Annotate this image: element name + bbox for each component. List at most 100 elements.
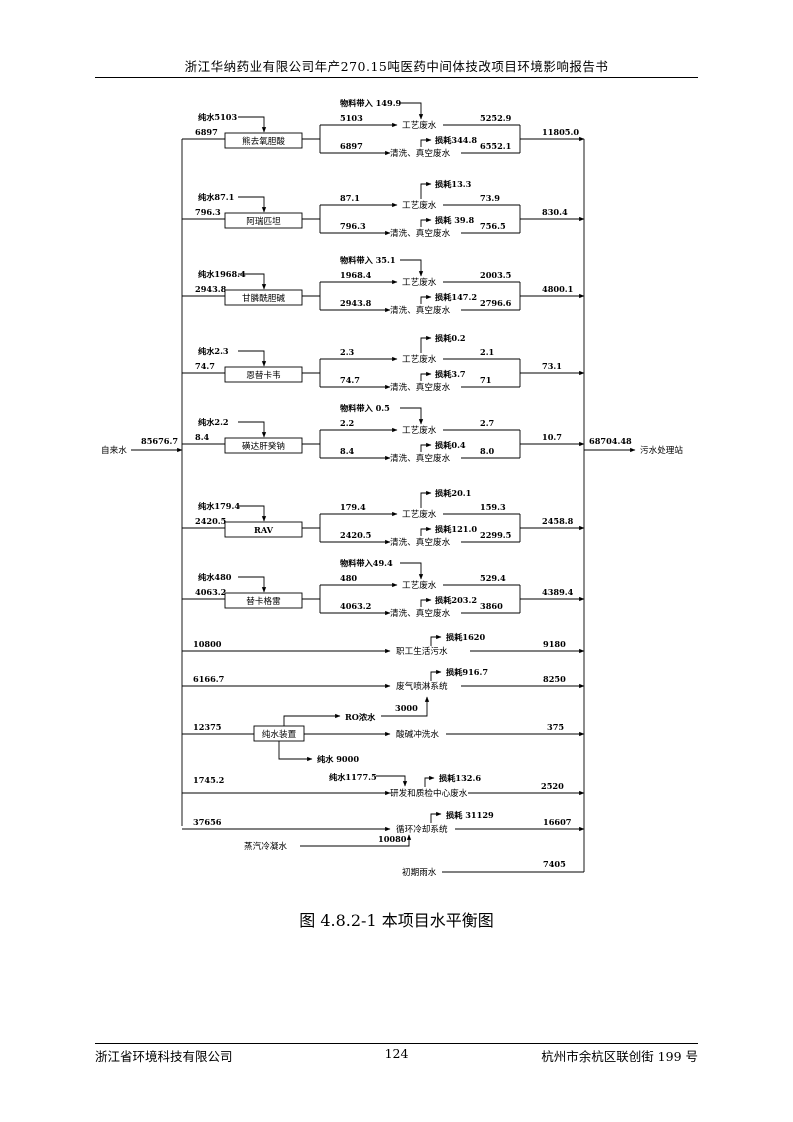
process-label: 工艺废水 [402,508,437,520]
product-box [224,132,303,149]
svg-text:废气喷淋系统: 废气喷淋系统 [396,680,448,692]
source-value: 85676.7 [141,436,178,446]
sink-value: 68704.48 [589,436,632,446]
clean-loss-label: 损耗121.0 [435,524,477,534]
material-in-label: 物料带入 35.1 [340,255,396,265]
product-name: RAV [254,525,274,535]
clean-out-value: 71 [480,375,491,385]
process-out-value: 73.9 [480,193,500,203]
svg-text:2520: 2520 [541,781,564,791]
product-block-3: 2943.8纯水1968.4甘膦酰胆碱1968.42943.8工艺废水物料带入 … [182,255,585,316]
material-in-arrow [400,562,424,580]
clean-out-value: 2299.5 [480,530,512,540]
product-block-4: 74.7纯水2.3恩替卡韦2.374.7工艺废水损耗0.22.1清洗、真空废水损… [182,333,585,393]
product-name: 阿瑞匹坦 [246,215,281,227]
product-box [224,521,303,538]
svg-text:纯水1177.5: 纯水1177.5 [329,772,377,782]
sink-label: 污水处理站 [640,444,683,456]
process-out-value: 2003.5 [480,270,512,280]
svg-text:酸碱冲洗水: 酸碱冲洗水 [396,728,439,740]
process-in-value: 179.4 [340,502,366,512]
page-header: 浙江华纳药业有限公司年产270.15吨医药中间体技改项目环境影响报告书 [184,59,609,74]
material-in-label: 物料带入 149.9 [340,98,402,108]
figure-caption: 图 4.8.2-1 本项目水平衡图 [299,911,494,930]
clean-in-value: 74.7 [340,375,360,385]
clean-in-value: 796.3 [340,221,366,231]
feed-value: 796.3 [195,207,221,217]
product-box [224,212,303,229]
clean-loss-label: 损耗 39.8 [435,215,474,225]
product-name: 恩替卡韦 [246,369,280,381]
pure-water-arrow [238,576,267,593]
total-value: 4389.4 [542,587,574,597]
footer-rule [95,1043,698,1044]
clean-label: 清洗、真空废水 [390,381,451,393]
product-block-2: 796.3纯水87.1阿瑞匹坦87.1796.3工艺废水损耗13.373.9清洗… [182,179,585,239]
pure-water-arrow [238,196,267,213]
svg-text:1745.2: 1745.2 [193,775,224,785]
svg-text:RO浓水: RO浓水 [345,712,376,722]
footer-address: 杭州市余杭区联创街 199 号 [541,1049,698,1064]
process-in-value: 2.2 [340,418,354,428]
clean-out-value: 6552.1 [480,141,511,151]
svg-text:3000: 3000 [395,703,418,713]
product-box [224,592,303,609]
process-loss-arrow [420,335,432,353]
total-value: 830.4 [542,207,568,217]
clean-out-value: 3860 [480,601,503,611]
svg-text:375: 375 [547,722,564,732]
svg-text:初期雨水: 初期雨水 [402,866,437,878]
svg-text:损耗132.6: 损耗132.6 [439,773,481,783]
pure-water-arrow [238,421,267,438]
process-out-value: 159.3 [480,502,506,512]
rainwater-flow: 初期雨水 7405 [402,859,584,878]
process-out-value: 2.1 [480,347,494,357]
material-in-label: 物料带入 0.5 [340,403,390,413]
svg-text:职工生活污水: 职工生活污水 [396,645,448,657]
clean-in-value: 4063.2 [340,601,371,611]
footer-page-number: 124 [384,1046,409,1061]
clean-out-value: 756.5 [480,221,506,231]
process-in-value: 1968.4 [340,270,372,280]
process-in-value: 480 [340,573,357,583]
svg-text:循环冷却系统: 循环冷却系统 [396,823,448,835]
staff-sewage-flow: 10800 职工生活污水 损耗1620 9180 [182,632,585,657]
pure-water-label: 纯水87.1 [198,192,234,202]
feed-value: 8.4 [195,432,210,442]
lab-flow: 1745.2 纯水1177.5 研发和质检中心废水 损耗132.6 2520 [182,772,585,799]
product-block-6: 2420.5纯水179.4RAV179.42420.5工艺废水损耗20.1159… [182,488,585,548]
process-in-value: 5103 [340,113,363,123]
clean-label: 清洗、真空废水 [390,304,451,316]
source-label: 自来水 [101,444,127,456]
clean-loss-arrow [420,526,432,536]
svg-text:37656: 37656 [193,817,222,827]
process-label: 工艺废水 [402,199,437,211]
process-loss-arrow [420,181,432,199]
pure-water-arrow [238,505,267,522]
svg-text:10080: 10080 [378,834,407,844]
pure-water-label: 纯水5103 [198,112,237,122]
process-label: 工艺废水 [402,579,437,591]
feed-value: 4063.2 [195,587,226,597]
svg-text:7405: 7405 [543,859,566,869]
clean-loss-label: 损耗0.4 [435,440,466,450]
svg-text:纯水 9000: 纯水 9000 [317,754,359,764]
product-name: 磺达肝癸钠 [242,440,285,452]
svg-text:损耗 31129: 损耗 31129 [446,810,494,820]
process-label: 工艺废水 [402,119,437,131]
clean-loss-arrow [420,137,432,147]
header-rule [95,77,698,78]
footer-company: 浙江省环境科技有限公司 [95,1049,233,1064]
clean-loss-arrow [420,371,432,381]
pure-water-arrow [238,116,267,133]
product-box [224,289,303,306]
process-in-value: 87.1 [340,193,360,203]
clean-loss-arrow [420,442,432,452]
process-label: 工艺废水 [402,276,437,288]
clean-loss-arrow [420,597,432,607]
total-value: 10.7 [542,432,562,442]
pure-water-label: 纯水179.4 [198,501,240,511]
